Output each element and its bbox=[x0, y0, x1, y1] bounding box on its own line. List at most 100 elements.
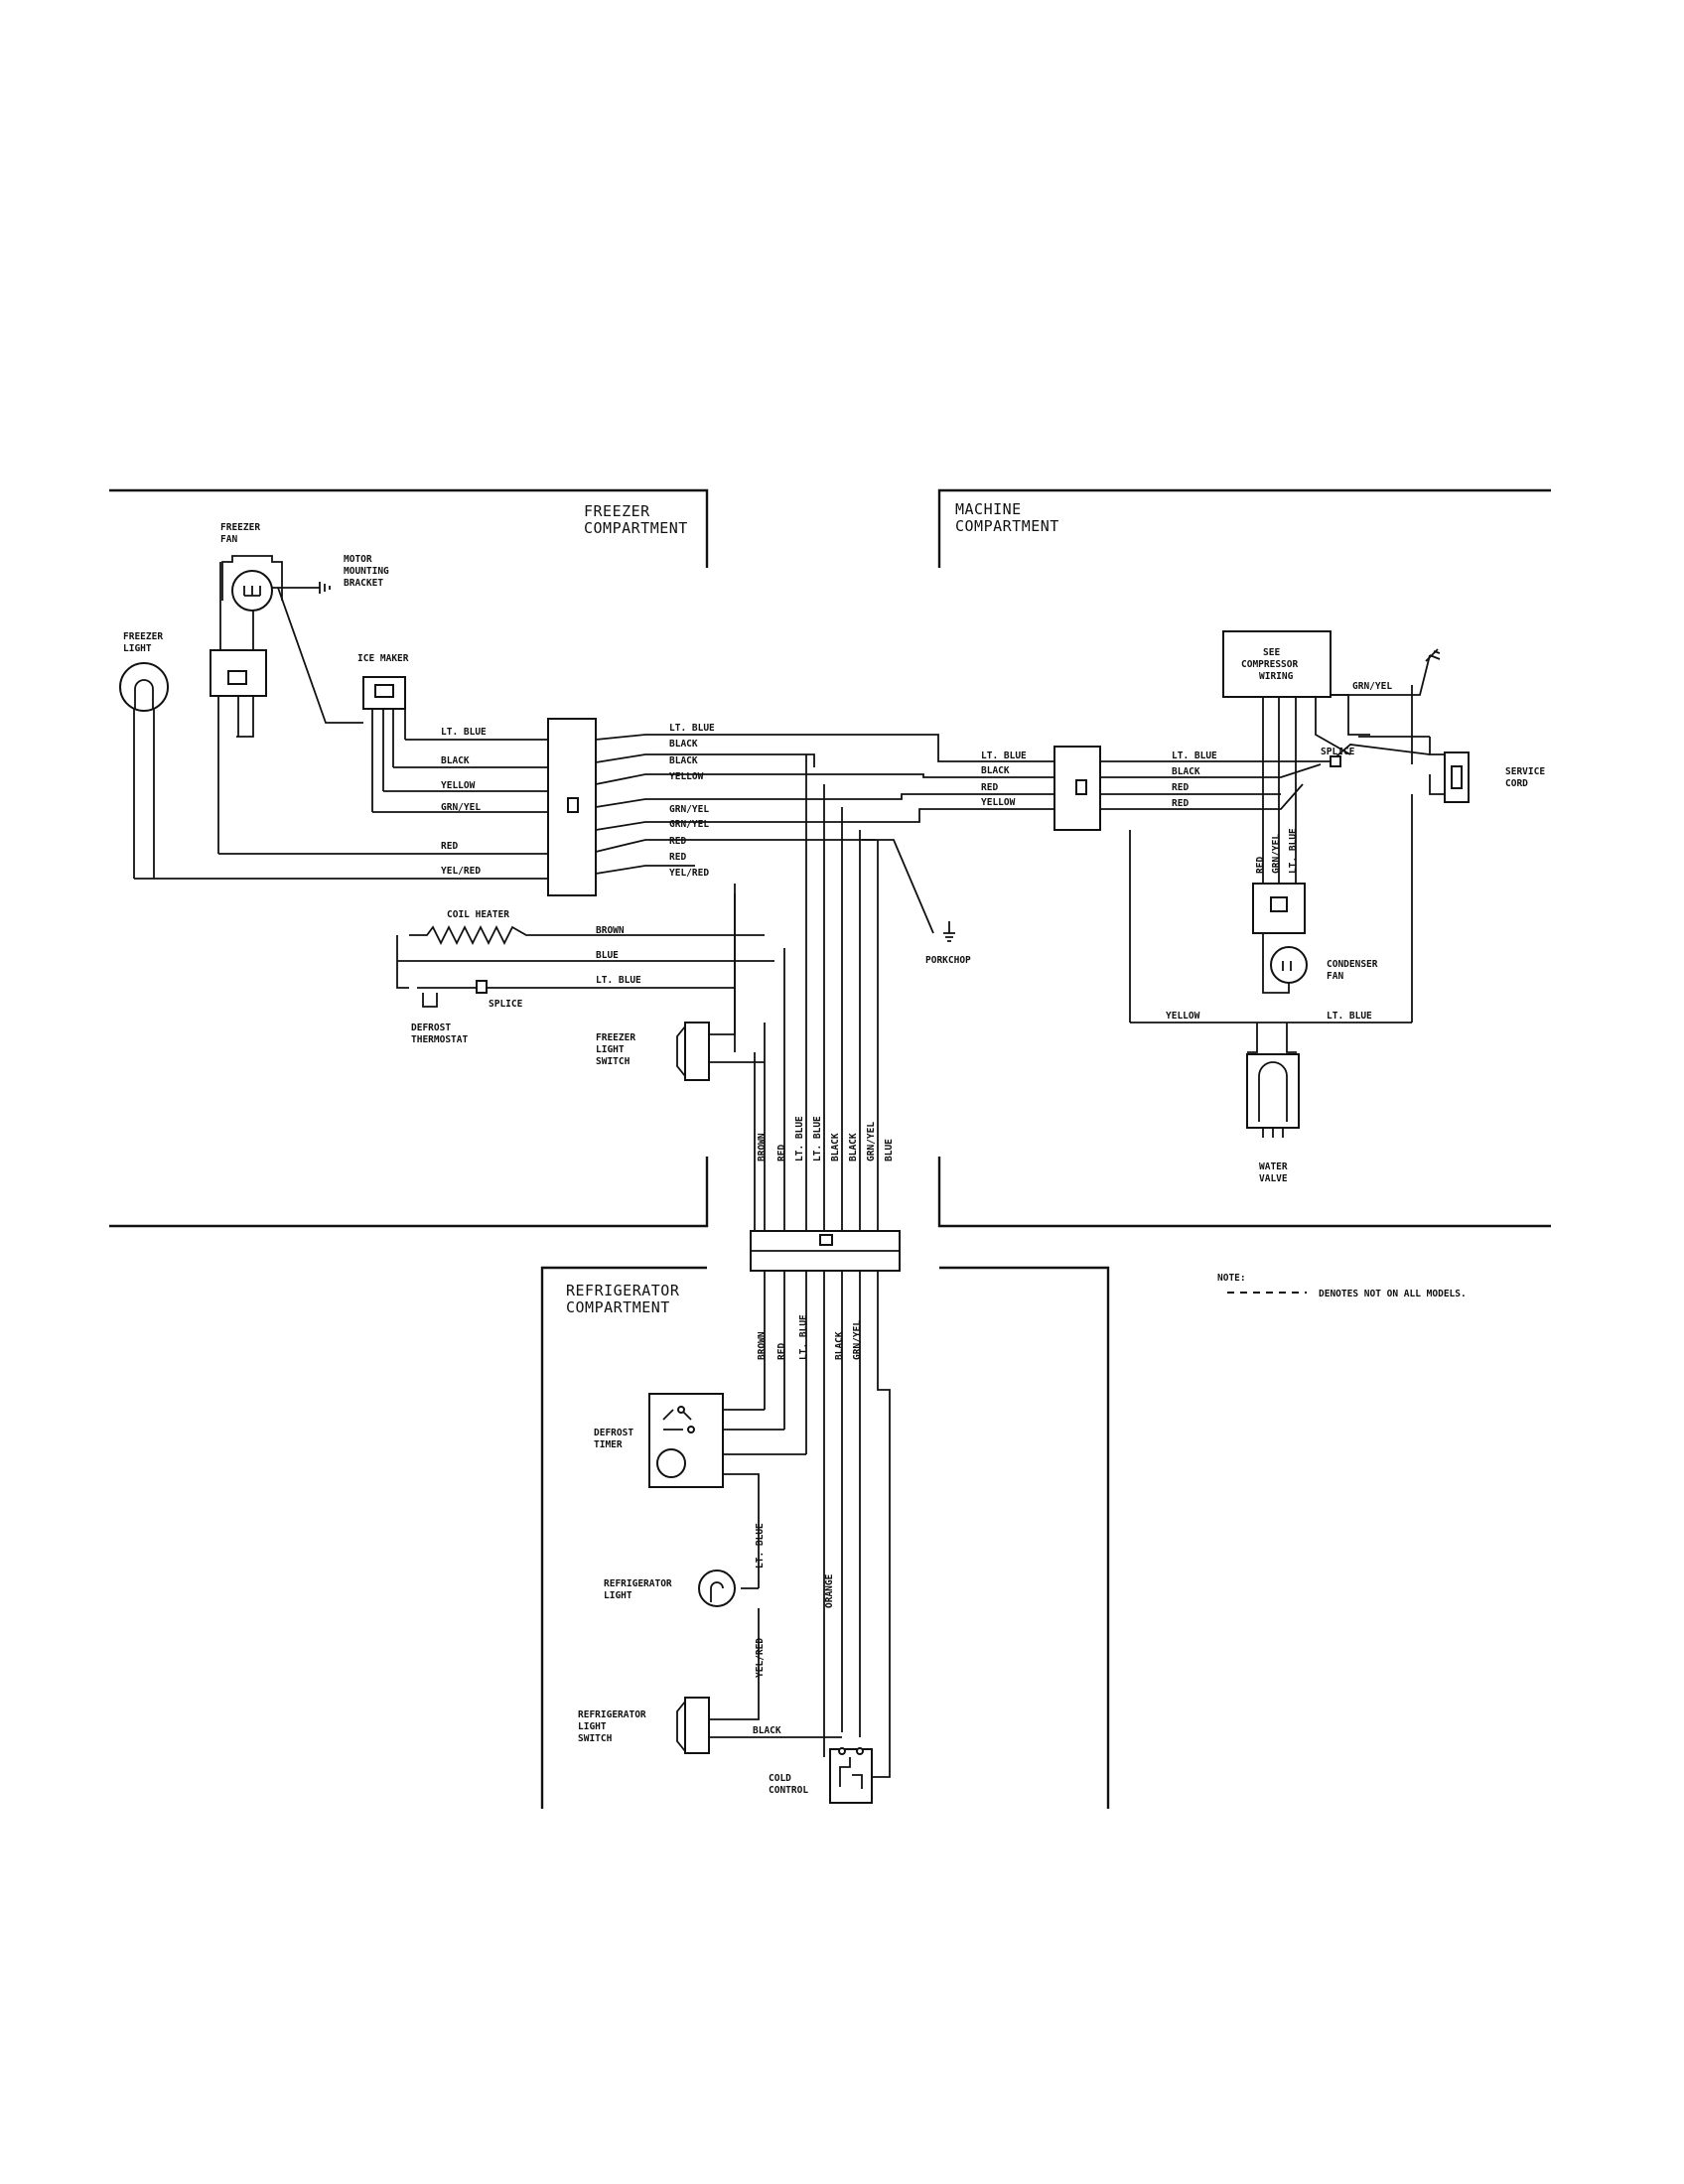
wire-label-lt-blue-4: LT. BLUE bbox=[981, 751, 1027, 761]
v-label-ltblue-r2: LT. BLUE bbox=[755, 1523, 766, 1569]
svg-text:LIGHT: LIGHT bbox=[596, 1044, 625, 1055]
water-valve: WATER VALVE bbox=[1246, 1023, 1300, 1184]
svg-text:NOTE:: NOTE: bbox=[1217, 1273, 1246, 1284]
motor-mounting-bracket: MOTOR MOUNTING BRACKET bbox=[272, 554, 389, 594]
defrost-timer: DEFROST TIMER bbox=[594, 1393, 724, 1488]
svg-text:LIGHT: LIGHT bbox=[578, 1721, 607, 1732]
freezer-light: FREEZER LIGHT bbox=[119, 631, 169, 712]
porkchop-ground: PORKCHOP bbox=[925, 921, 971, 966]
svg-text:WIRING: WIRING bbox=[1259, 671, 1294, 682]
svg-text:MOUNTING: MOUNTING bbox=[344, 566, 389, 577]
wire-label-black-4: BLACK bbox=[981, 765, 1010, 776]
freezer-compartment-title-1: FREEZER bbox=[584, 502, 650, 520]
wire-label-blue: BLUE bbox=[596, 950, 619, 961]
splice-icon bbox=[1330, 755, 1341, 767]
svg-text:LIGHT: LIGHT bbox=[123, 643, 152, 654]
svg-text:SPLICE: SPLICE bbox=[1321, 747, 1355, 757]
machine-connector-block bbox=[1053, 746, 1101, 831]
machine-compartment-title-1: MACHINE bbox=[955, 500, 1022, 518]
ground-icon bbox=[319, 582, 331, 594]
wire-label-brown: BROWN bbox=[596, 925, 625, 936]
machine-compartment-title-2: COMPARTMENT bbox=[955, 517, 1059, 535]
light-bulb-icon bbox=[119, 662, 169, 712]
refrigerator-light: REFRIGERATOR LIGHT bbox=[604, 1570, 736, 1607]
machine-ground bbox=[1425, 648, 1441, 662]
svg-text:FREEZER: FREEZER bbox=[220, 522, 260, 533]
splice-machine: SPLICE bbox=[1321, 747, 1355, 767]
light-bulb-icon bbox=[698, 1570, 736, 1607]
wire-label-yelred-2: YEL/RED bbox=[669, 868, 709, 879]
v-label-grnyel-mc: GRN/YEL bbox=[1271, 834, 1282, 874]
v-label-red-r: RED bbox=[776, 1343, 787, 1360]
wire-label-black-r: BLACK bbox=[753, 1725, 781, 1736]
svg-text:REFRIGERATOR: REFRIGERATOR bbox=[604, 1578, 672, 1589]
svg-text:BRACKET: BRACKET bbox=[344, 578, 383, 589]
freezer-connector-block bbox=[547, 718, 597, 896]
v-label-yelred-r: YEL/RED bbox=[755, 1638, 766, 1678]
wire-label-red-5: RED bbox=[1172, 782, 1189, 793]
svg-text:PORKCHOP: PORKCHOP bbox=[925, 955, 971, 966]
wire-label-yellow-3: YELLOW bbox=[981, 797, 1016, 808]
splice-icon bbox=[476, 980, 488, 994]
v-label-ltblue-mc: LT. BLUE bbox=[1288, 828, 1299, 874]
svg-text:CONTROL: CONTROL bbox=[769, 1785, 808, 1796]
v-label-blue: BLUE bbox=[884, 1139, 895, 1161]
condenser-fan: CONDENSER FAN bbox=[1252, 883, 1378, 994]
v-label-grnyel: GRN/YEL bbox=[866, 1122, 877, 1161]
wire-label-black-1: BLACK bbox=[441, 755, 470, 766]
wire-label-grnyel-4: GRN/YEL bbox=[1352, 681, 1392, 692]
svg-text:SWITCH: SWITCH bbox=[596, 1056, 631, 1067]
wire-label-grnyel-1: GRN/YEL bbox=[441, 802, 481, 813]
ground-icon bbox=[1425, 648, 1441, 662]
v-label-black-a: BLACK bbox=[830, 1133, 841, 1161]
wire-label-red-6: RED bbox=[1172, 798, 1189, 809]
wire-label-grnyel-3: GRN/YEL bbox=[669, 819, 709, 830]
wire-label-yelred-1: YEL/RED bbox=[441, 866, 481, 877]
legend-note: NOTE: DENOTES NOT ON ALL MODELS. bbox=[1217, 1273, 1467, 1299]
svg-text:CORD: CORD bbox=[1505, 778, 1528, 789]
v-label-orange: ORANGE bbox=[824, 1573, 835, 1608]
svg-text:TIMER: TIMER bbox=[594, 1439, 623, 1450]
wire-label-yellow-1: YELLOW bbox=[441, 780, 476, 791]
wire-label-grnyel-2: GRN/YEL bbox=[669, 804, 709, 815]
wire-label-red-1: RED bbox=[441, 841, 458, 852]
v-label-ltblue-a: LT. BLUE bbox=[794, 1116, 805, 1161]
freezer-fan: FREEZER FAN bbox=[210, 522, 283, 697]
timer-motor-icon bbox=[656, 1448, 686, 1478]
svg-text:REFRIGERATOR: REFRIGERATOR bbox=[578, 1709, 646, 1720]
v-label-grnyel-r: GRN/YEL bbox=[852, 1320, 863, 1360]
svg-text:FAN: FAN bbox=[220, 534, 237, 545]
svg-text:THERMOSTAT: THERMOSTAT bbox=[411, 1034, 468, 1045]
wire-label-black-2: BLACK bbox=[669, 739, 698, 750]
svg-text:CONDENSER: CONDENSER bbox=[1327, 959, 1378, 970]
wire-label-red-2: RED bbox=[669, 836, 686, 847]
svg-text:DENOTES NOT ON ALL MODELS.: DENOTES NOT ON ALL MODELS. bbox=[1319, 1289, 1467, 1299]
v-label-black-r: BLACK bbox=[834, 1331, 845, 1360]
refrigerator-compartment-title-2: COMPARTMENT bbox=[566, 1298, 670, 1316]
svg-text:COIL HEATER: COIL HEATER bbox=[447, 909, 509, 920]
wire-label-black-3: BLACK bbox=[669, 755, 698, 766]
svg-text:VALVE: VALVE bbox=[1259, 1173, 1288, 1184]
refrigerator-connector-block bbox=[750, 1230, 901, 1272]
refrigerator-light-switch: REFRIGERATOR LIGHT SWITCH bbox=[578, 1697, 710, 1754]
wire-label-red-4: RED bbox=[981, 782, 998, 793]
svg-text:LIGHT: LIGHT bbox=[604, 1590, 632, 1601]
wire-label-yellow-4: YELLOW bbox=[1166, 1011, 1200, 1022]
svg-text:SERVICE: SERVICE bbox=[1505, 766, 1545, 777]
svg-text:DEFROST: DEFROST bbox=[411, 1023, 451, 1033]
cold-control: COLD CONTROL bbox=[769, 1747, 873, 1804]
refrigerator-wiring bbox=[709, 1271, 891, 1778]
defrost-thermostat: SPLICE DEFROST THERMOSTAT bbox=[411, 980, 735, 1045]
svg-text:DEFROST: DEFROST bbox=[594, 1428, 633, 1438]
v-label-ltblue-r: LT. BLUE bbox=[798, 1314, 809, 1360]
freezer-compartment-title-2: COMPARTMENT bbox=[584, 519, 688, 537]
svg-text:FAN: FAN bbox=[1327, 971, 1343, 982]
ice-maker: ICE MAKER bbox=[357, 653, 409, 710]
v-label-red-mc: RED bbox=[1255, 857, 1266, 874]
v-label-brown-r: BROWN bbox=[757, 1331, 768, 1360]
wire-label-black-5: BLACK bbox=[1172, 766, 1200, 777]
compressor-wiring-box: SEE COMPRESSOR WIRING bbox=[1222, 630, 1332, 698]
wire-label-lt-blue-2: LT. BLUE bbox=[669, 723, 715, 734]
svg-text:MOTOR: MOTOR bbox=[344, 554, 372, 565]
